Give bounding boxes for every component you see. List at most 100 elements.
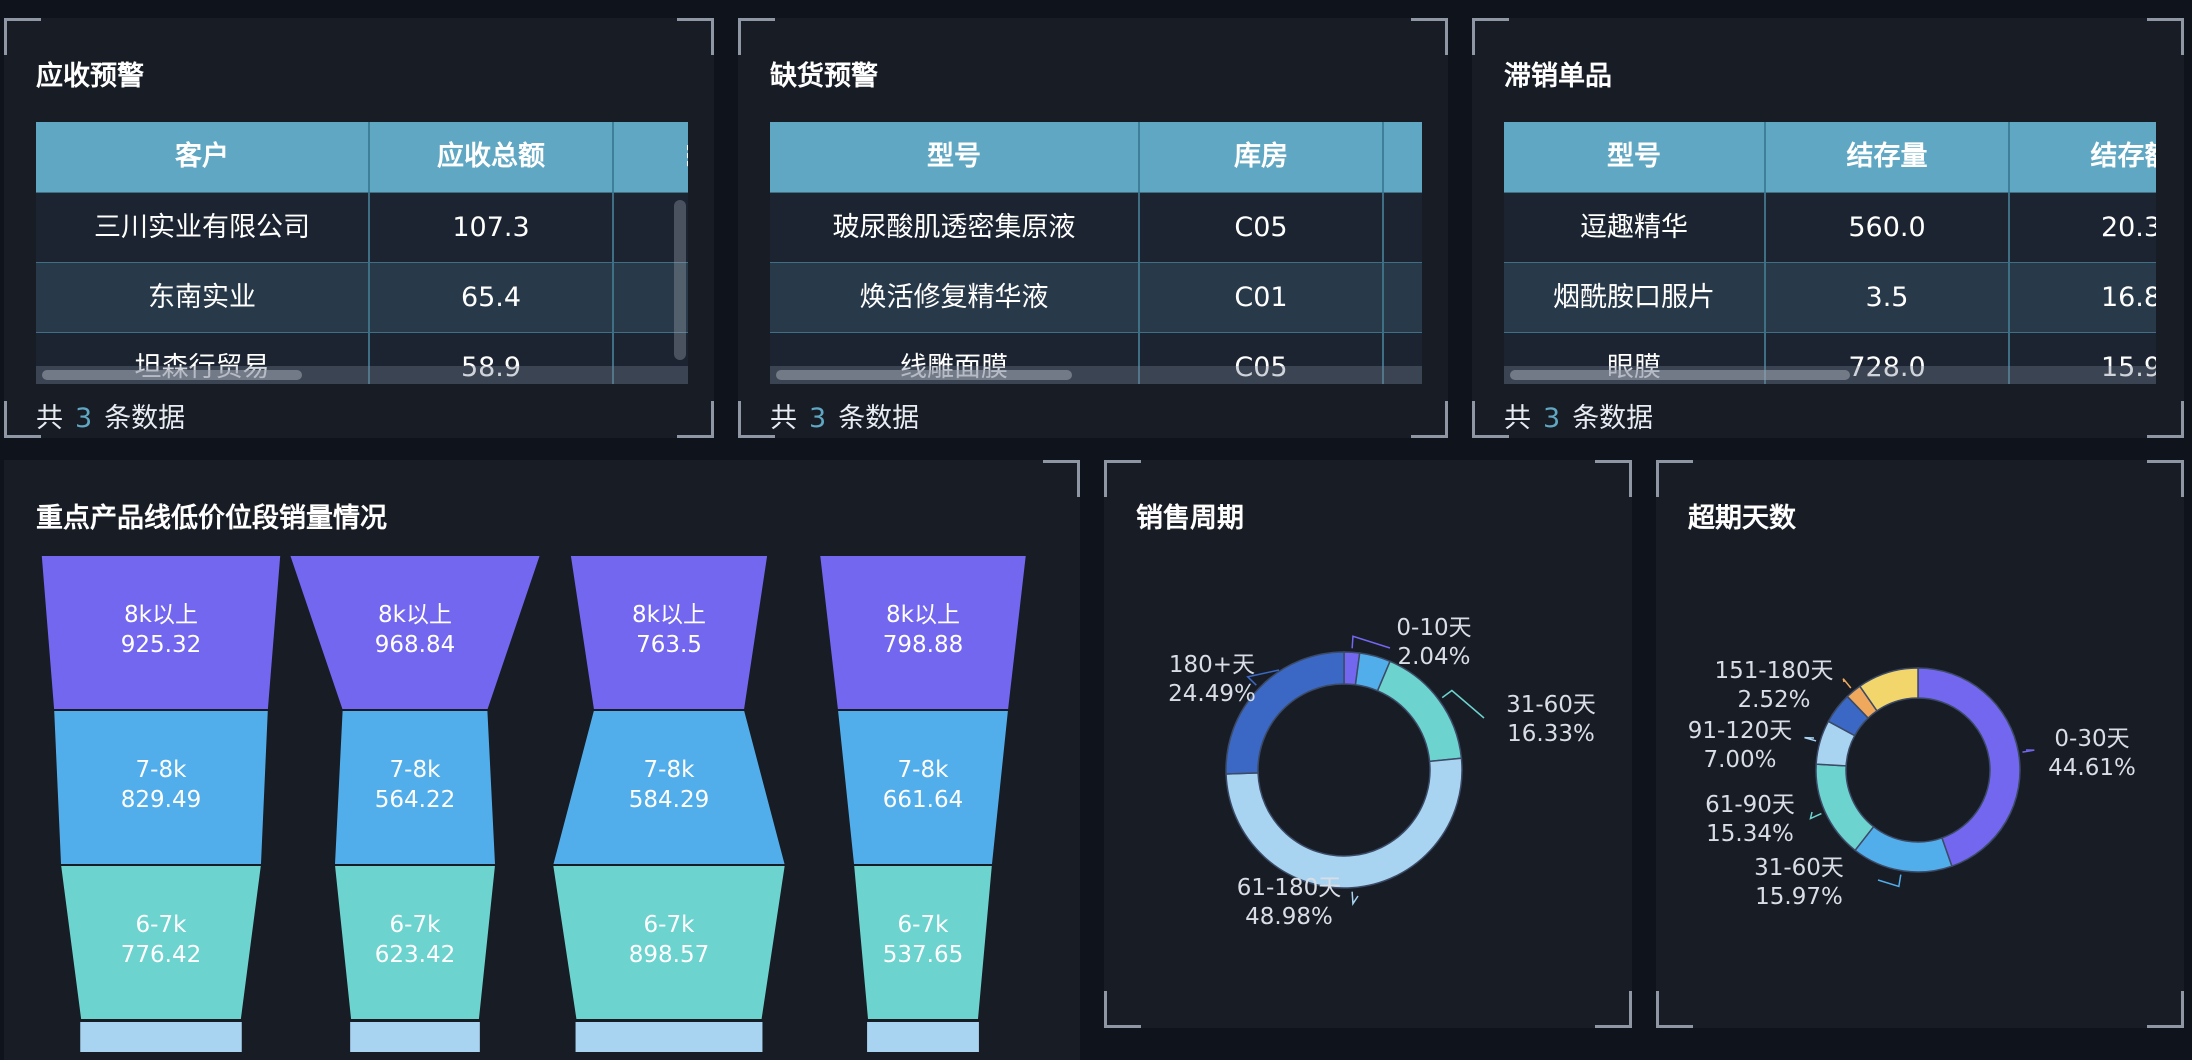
- panel-title: 销售周期: [1136, 503, 1244, 534]
- slice-label: 31-60天: [1506, 692, 1596, 718]
- funnel-segment[interactable]: [867, 1022, 979, 1052]
- slice-percent: 15.34%: [1706, 821, 1794, 847]
- scroll-thumb[interactable]: [1510, 370, 1850, 380]
- funnel-segment[interactable]: [551, 864, 787, 1021]
- label-leader-line: [1246, 669, 1280, 686]
- funnel-chart: 8k以上925.327-8k829.496-7k776.428k以上968.84…: [39, 554, 1028, 1052]
- table-row[interactable]: 烟酰胺口服片 3.5 16.8: [1504, 262, 2156, 333]
- row-count: 3: [1543, 403, 1561, 434]
- table-row[interactable]: 逗趣精华 560.0 20.3: [1504, 192, 2156, 263]
- funnel-segment[interactable]: [58, 864, 264, 1021]
- frame-corner: [4, 18, 41, 55]
- label-leader-line: [2022, 749, 2035, 753]
- column-header[interactable]: 结存量: [1766, 122, 2010, 192]
- horizontal-scrollbar[interactable]: [770, 366, 1422, 384]
- horizontal-scrollbar[interactable]: [1504, 366, 2156, 384]
- frame-corner: [1656, 991, 1693, 1028]
- label-leader-line: [1877, 874, 1902, 888]
- frame-corner: [1472, 18, 1509, 55]
- label-leader-line: [1809, 811, 1822, 820]
- label-leader-line: [1441, 689, 1485, 719]
- slice-label: 61-180天: [1237, 875, 1341, 901]
- donut-slice[interactable]: [1854, 825, 1953, 873]
- label-leader-line: [1351, 635, 1391, 649]
- funnel-value-label: 584.29: [629, 787, 709, 813]
- label-leader-line: [1804, 736, 1817, 742]
- table-cell: 15.9: [2010, 333, 2156, 384]
- slice-percent: 15.97%: [1755, 884, 1843, 910]
- frame-corner: [738, 18, 775, 55]
- table-cell: 16.8: [2010, 263, 2156, 333]
- table-row[interactable]: 三川实业有限公司 107.3: [36, 192, 688, 263]
- column-header[interactable]: ⋮: [614, 122, 688, 192]
- sales-cycle-donut: 0-10天2.04%31-60天16.33%61-180天48.98%180+天…: [1168, 615, 1596, 930]
- frame-corner: [1411, 18, 1448, 55]
- table-cell: 3.5: [1766, 263, 2010, 333]
- vertical-scrollbar[interactable]: [670, 200, 688, 365]
- column-header[interactable]: [1384, 122, 1422, 192]
- slice-label: 31-60天: [1754, 855, 1844, 881]
- frame-corner: [2147, 18, 2184, 55]
- table-cell: 焕活修复精华液: [770, 263, 1140, 333]
- stockout-table[interactable]: 型号 库房 玻尿酸肌透密集原液 C05 焕活修复精华液 C01 线雕面膜 C05: [770, 122, 1422, 384]
- frame-corner: [1595, 460, 1632, 497]
- overdue-donut: 0-30天44.61%31-60天15.97%61-90天15.34%91-12…: [1688, 658, 2136, 910]
- donut-slice[interactable]: [1225, 651, 1345, 775]
- table-cell: 65.4: [370, 263, 614, 333]
- column-header[interactable]: 型号: [770, 122, 1140, 192]
- funnel-value-label: 829.49: [121, 787, 201, 813]
- slow-moving-table[interactable]: 型号 结存量 结存额 逗趣精华 560.0 20.3 烟酰胺口服片 3.5 16…: [1504, 122, 2156, 384]
- column-header[interactable]: 客户: [36, 122, 370, 192]
- label-leader-line: [1842, 678, 1852, 689]
- table-row[interactable]: 玻尿酸肌透密集原液 C05: [770, 192, 1422, 263]
- table-cell: 560.0: [1766, 193, 2010, 263]
- funnel-category-label: 6-7k: [390, 912, 442, 938]
- column-header[interactable]: 型号: [1504, 122, 1766, 192]
- table-row[interactable]: 焕活修复精华液 C01: [770, 262, 1422, 333]
- funnel-segment[interactable]: [575, 1022, 763, 1052]
- slice-label: 91-120天: [1688, 718, 1792, 744]
- panel-title: 滞销单品: [1504, 61, 1612, 92]
- panel-title: 应收预警: [36, 61, 144, 92]
- frame-corner: [2147, 991, 2184, 1028]
- funnel-segment[interactable]: [852, 864, 994, 1021]
- funnel-category-label: 8k以上: [378, 602, 452, 628]
- slice-label: 0-10天: [1396, 615, 1471, 641]
- funnel-segment[interactable]: [350, 1022, 480, 1052]
- donut-slice[interactable]: [1815, 763, 1875, 852]
- funnel-value-label: 898.57: [629, 942, 709, 968]
- frame-corner: [2147, 401, 2184, 438]
- funnel-category-label: 8k以上: [632, 602, 706, 628]
- funnel-segment[interactable]: [80, 1022, 242, 1052]
- donut-slice[interactable]: [1225, 757, 1463, 889]
- receivable-table[interactable]: 客户 应收总额 ⋮ 三川实业有限公司 107.3 东南实业 65.4 坦森行贸易…: [36, 122, 688, 384]
- column-header[interactable]: 库房: [1140, 122, 1384, 192]
- column-header[interactable]: 结存额: [2010, 122, 2157, 192]
- donut-slice[interactable]: [1376, 660, 1463, 763]
- frame-corner: [1043, 460, 1080, 497]
- scroll-thumb[interactable]: [674, 200, 686, 360]
- slice-label: 151-180天: [1714, 658, 1833, 684]
- column-header[interactable]: 应收总额: [370, 122, 614, 192]
- funnel-value-label: 776.42: [121, 942, 201, 968]
- scroll-thumb[interactable]: [776, 370, 1072, 380]
- table-cell: 107.3: [370, 193, 614, 263]
- slice-percent: 16.33%: [1507, 721, 1595, 747]
- panel-title: 重点产品线低价位段销量情况: [36, 503, 387, 534]
- funnel-segment[interactable]: [332, 864, 498, 1021]
- table-row[interactable]: 东南实业 65.4: [36, 262, 688, 333]
- table-cell: 烟酰胺口服片: [1504, 263, 1766, 333]
- scroll-thumb[interactable]: [42, 370, 302, 380]
- table-cell: 东南实业: [36, 263, 370, 333]
- table-cell: 20.3: [2010, 193, 2156, 263]
- funnel-value-label: 968.84: [375, 632, 455, 658]
- horizontal-scrollbar[interactable]: [36, 366, 688, 384]
- donut-slice[interactable]: [1917, 667, 2021, 868]
- slice-label: 180+天: [1169, 652, 1255, 678]
- donut-slice[interactable]: [1858, 667, 1919, 712]
